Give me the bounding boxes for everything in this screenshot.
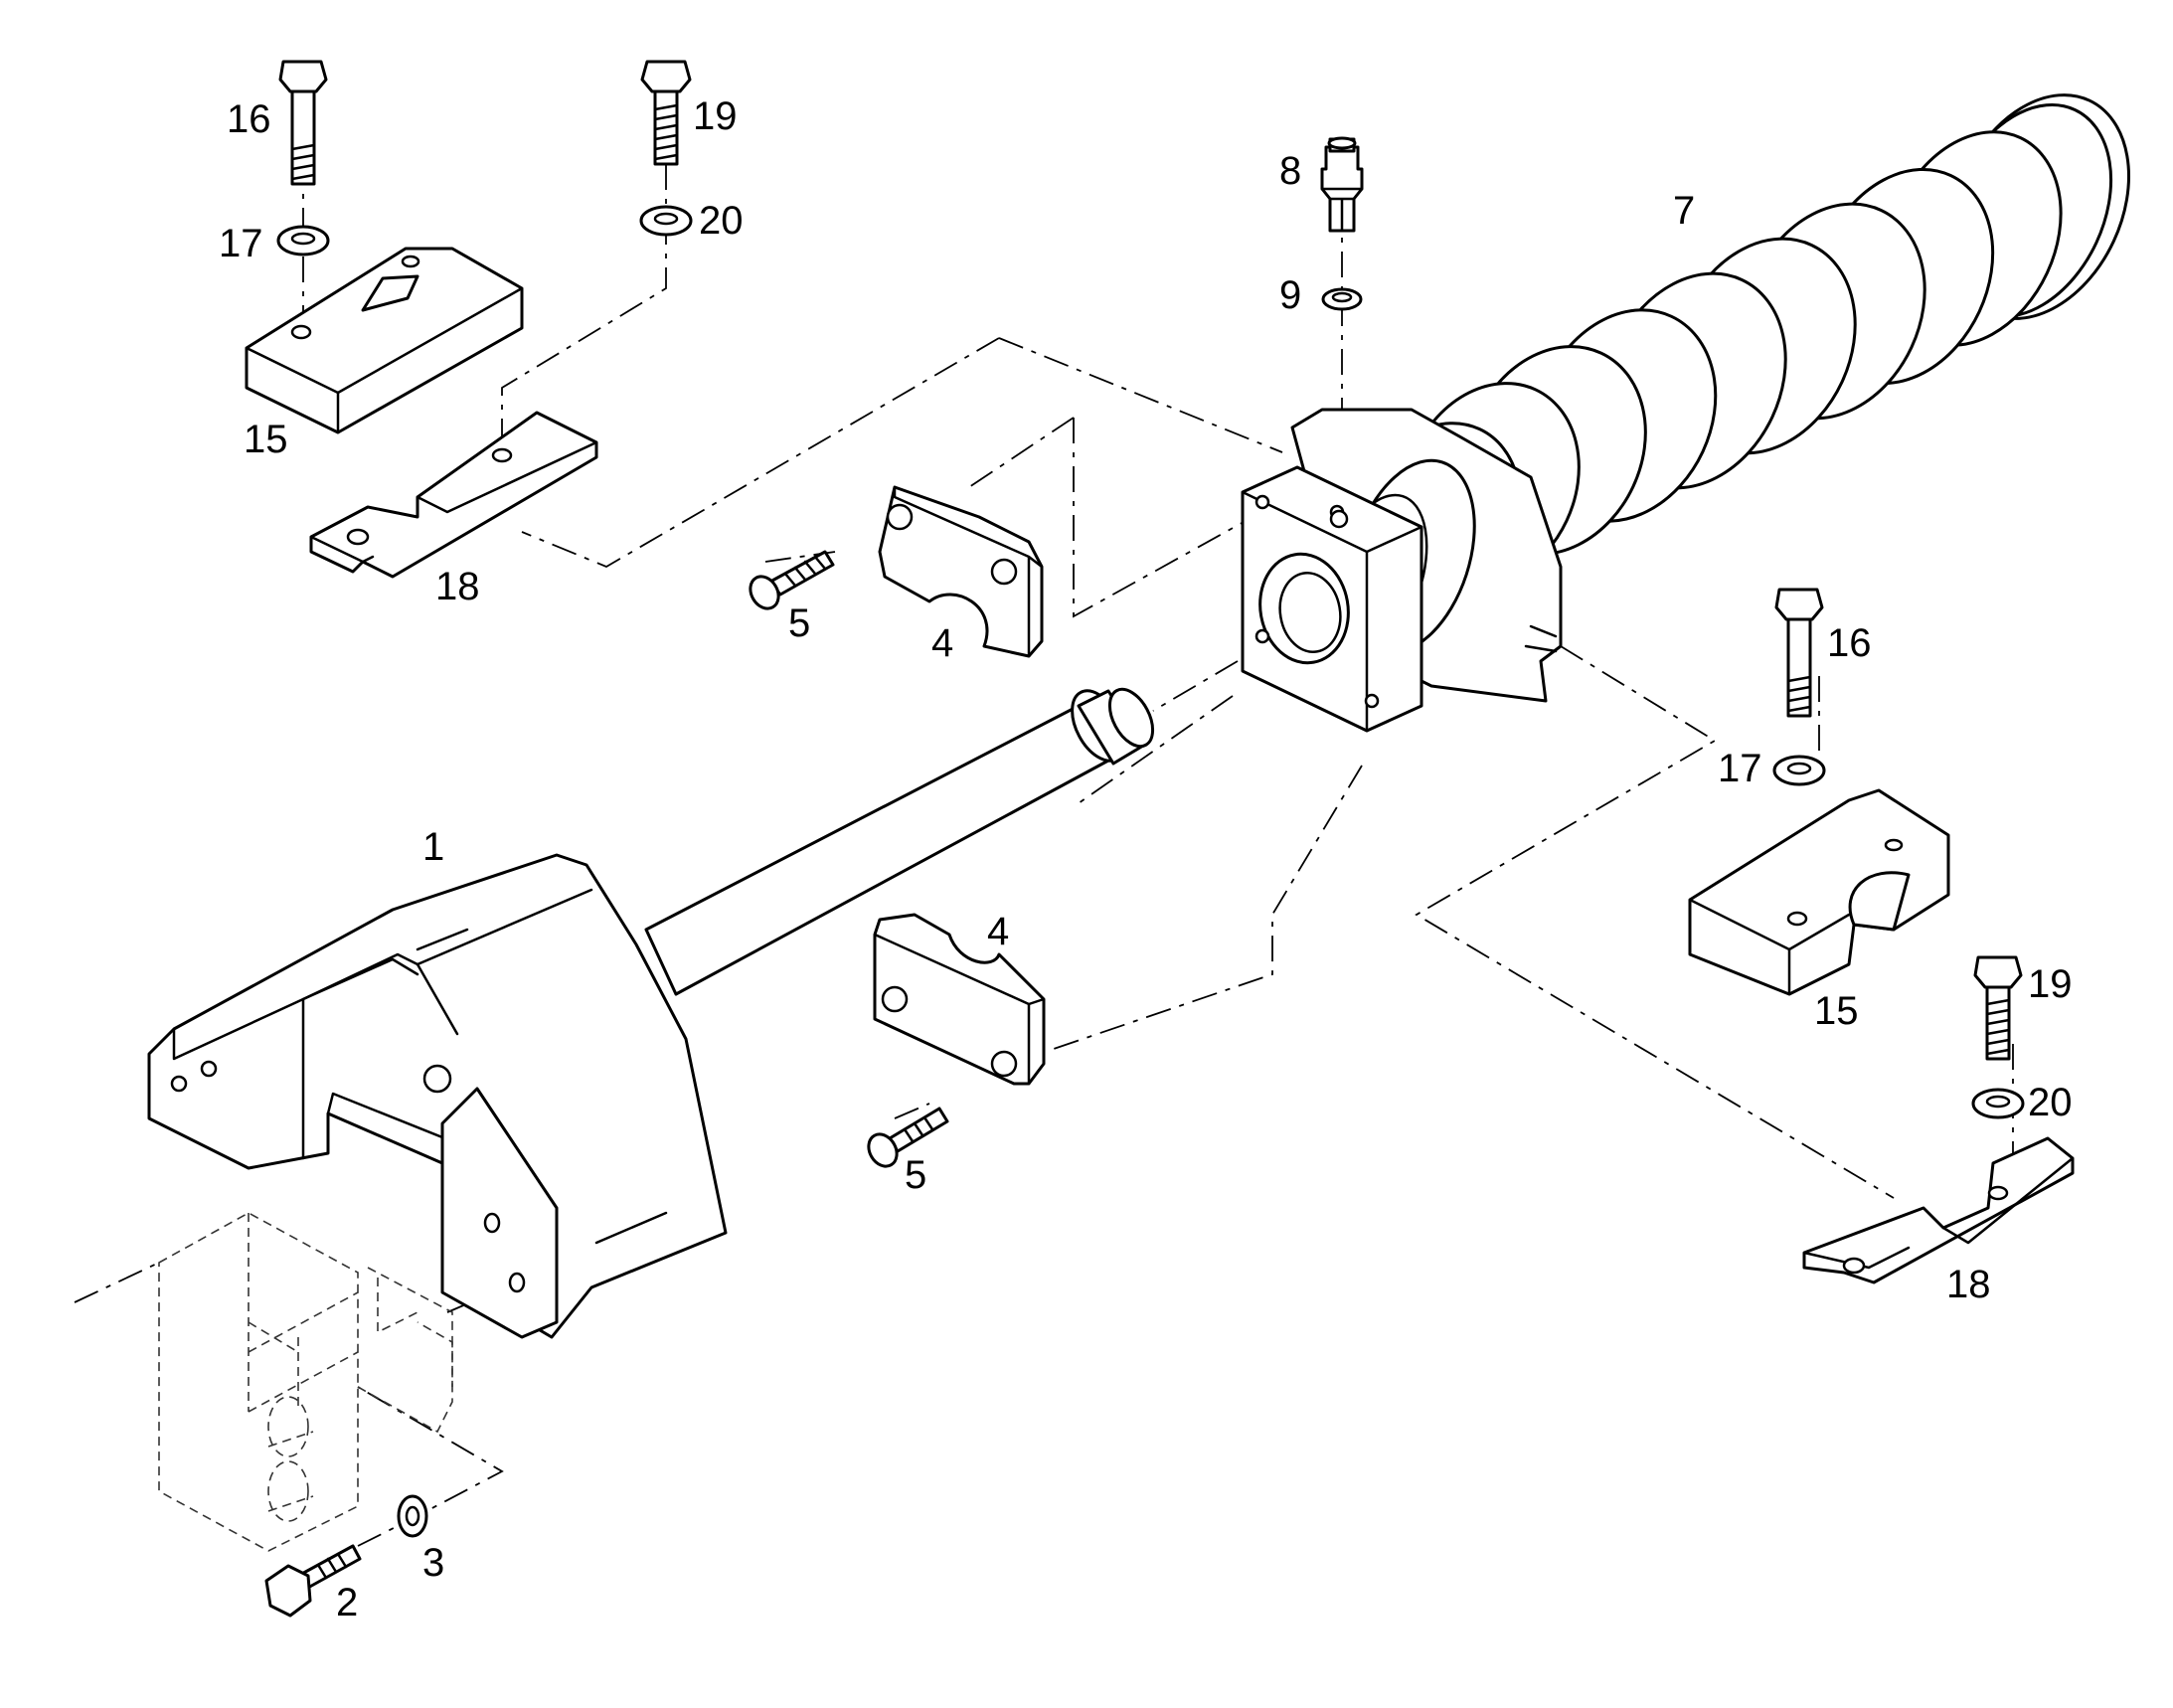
main-bracket-shaft bbox=[147, 687, 1155, 1339]
callout-19-right: 19 bbox=[2028, 962, 2073, 1006]
callout-5-upper: 5 bbox=[788, 601, 810, 645]
callout-18-top: 18 bbox=[435, 565, 480, 608]
spacer-block-bottom bbox=[1688, 788, 1950, 996]
callout-4-upper: 4 bbox=[931, 621, 953, 665]
clamp-half-top bbox=[878, 485, 1044, 658]
assembly-centerlines bbox=[74, 154, 2014, 1547]
clamp-half-bottom bbox=[873, 913, 1046, 1086]
callout-7: 7 bbox=[1673, 189, 1695, 233]
plate-bottom bbox=[1802, 1136, 2075, 1284]
plate-top bbox=[309, 411, 598, 579]
bolt-16-top bbox=[278, 60, 328, 186]
callout-16-top: 16 bbox=[227, 97, 271, 141]
bolt-19-right bbox=[1973, 955, 2023, 1061]
callout-17-right: 17 bbox=[1718, 747, 1762, 790]
callout-20-top: 20 bbox=[699, 199, 744, 243]
ghost-frame bbox=[158, 1212, 453, 1552]
callout-17-top: 17 bbox=[219, 222, 263, 265]
screw-lower bbox=[867, 1107, 949, 1168]
callout-8: 8 bbox=[1279, 149, 1301, 193]
bolt-16-right bbox=[1774, 588, 1824, 718]
callout-19-top: 19 bbox=[693, 94, 738, 138]
callout-4-lower: 4 bbox=[987, 910, 1009, 953]
callout-3: 3 bbox=[422, 1541, 444, 1585]
hex-bolt-2 bbox=[264, 1544, 362, 1618]
callout-16-right: 16 bbox=[1827, 621, 1872, 665]
callout-2: 2 bbox=[336, 1581, 358, 1624]
callout-15-top: 15 bbox=[244, 418, 288, 461]
callout-1: 1 bbox=[422, 825, 444, 869]
washer-17-right bbox=[1772, 755, 1826, 786]
washer-20-right bbox=[1971, 1088, 2025, 1119]
callout-20-right: 20 bbox=[2028, 1081, 2073, 1124]
bolt-19-top bbox=[640, 60, 692, 166]
bearing-housing bbox=[1241, 408, 1563, 733]
screw-upper bbox=[749, 550, 835, 610]
spacer-block-top bbox=[245, 247, 524, 434]
grease-nipple bbox=[1320, 136, 1364, 233]
callout-18-right: 18 bbox=[1946, 1263, 1991, 1306]
washer-17-top bbox=[276, 225, 330, 256]
callout-5-lower: 5 bbox=[905, 1153, 926, 1197]
callout-9: 9 bbox=[1279, 273, 1301, 317]
seal-washer bbox=[1321, 287, 1363, 311]
callout-labels: 1 2 3 4 4 5 5 7 8 9 15 15 16 16 17 17 18… bbox=[219, 94, 2073, 1624]
washer-3 bbox=[397, 1494, 428, 1538]
washer-20-top bbox=[639, 205, 693, 237]
callout-15-right: 15 bbox=[1814, 989, 1859, 1033]
